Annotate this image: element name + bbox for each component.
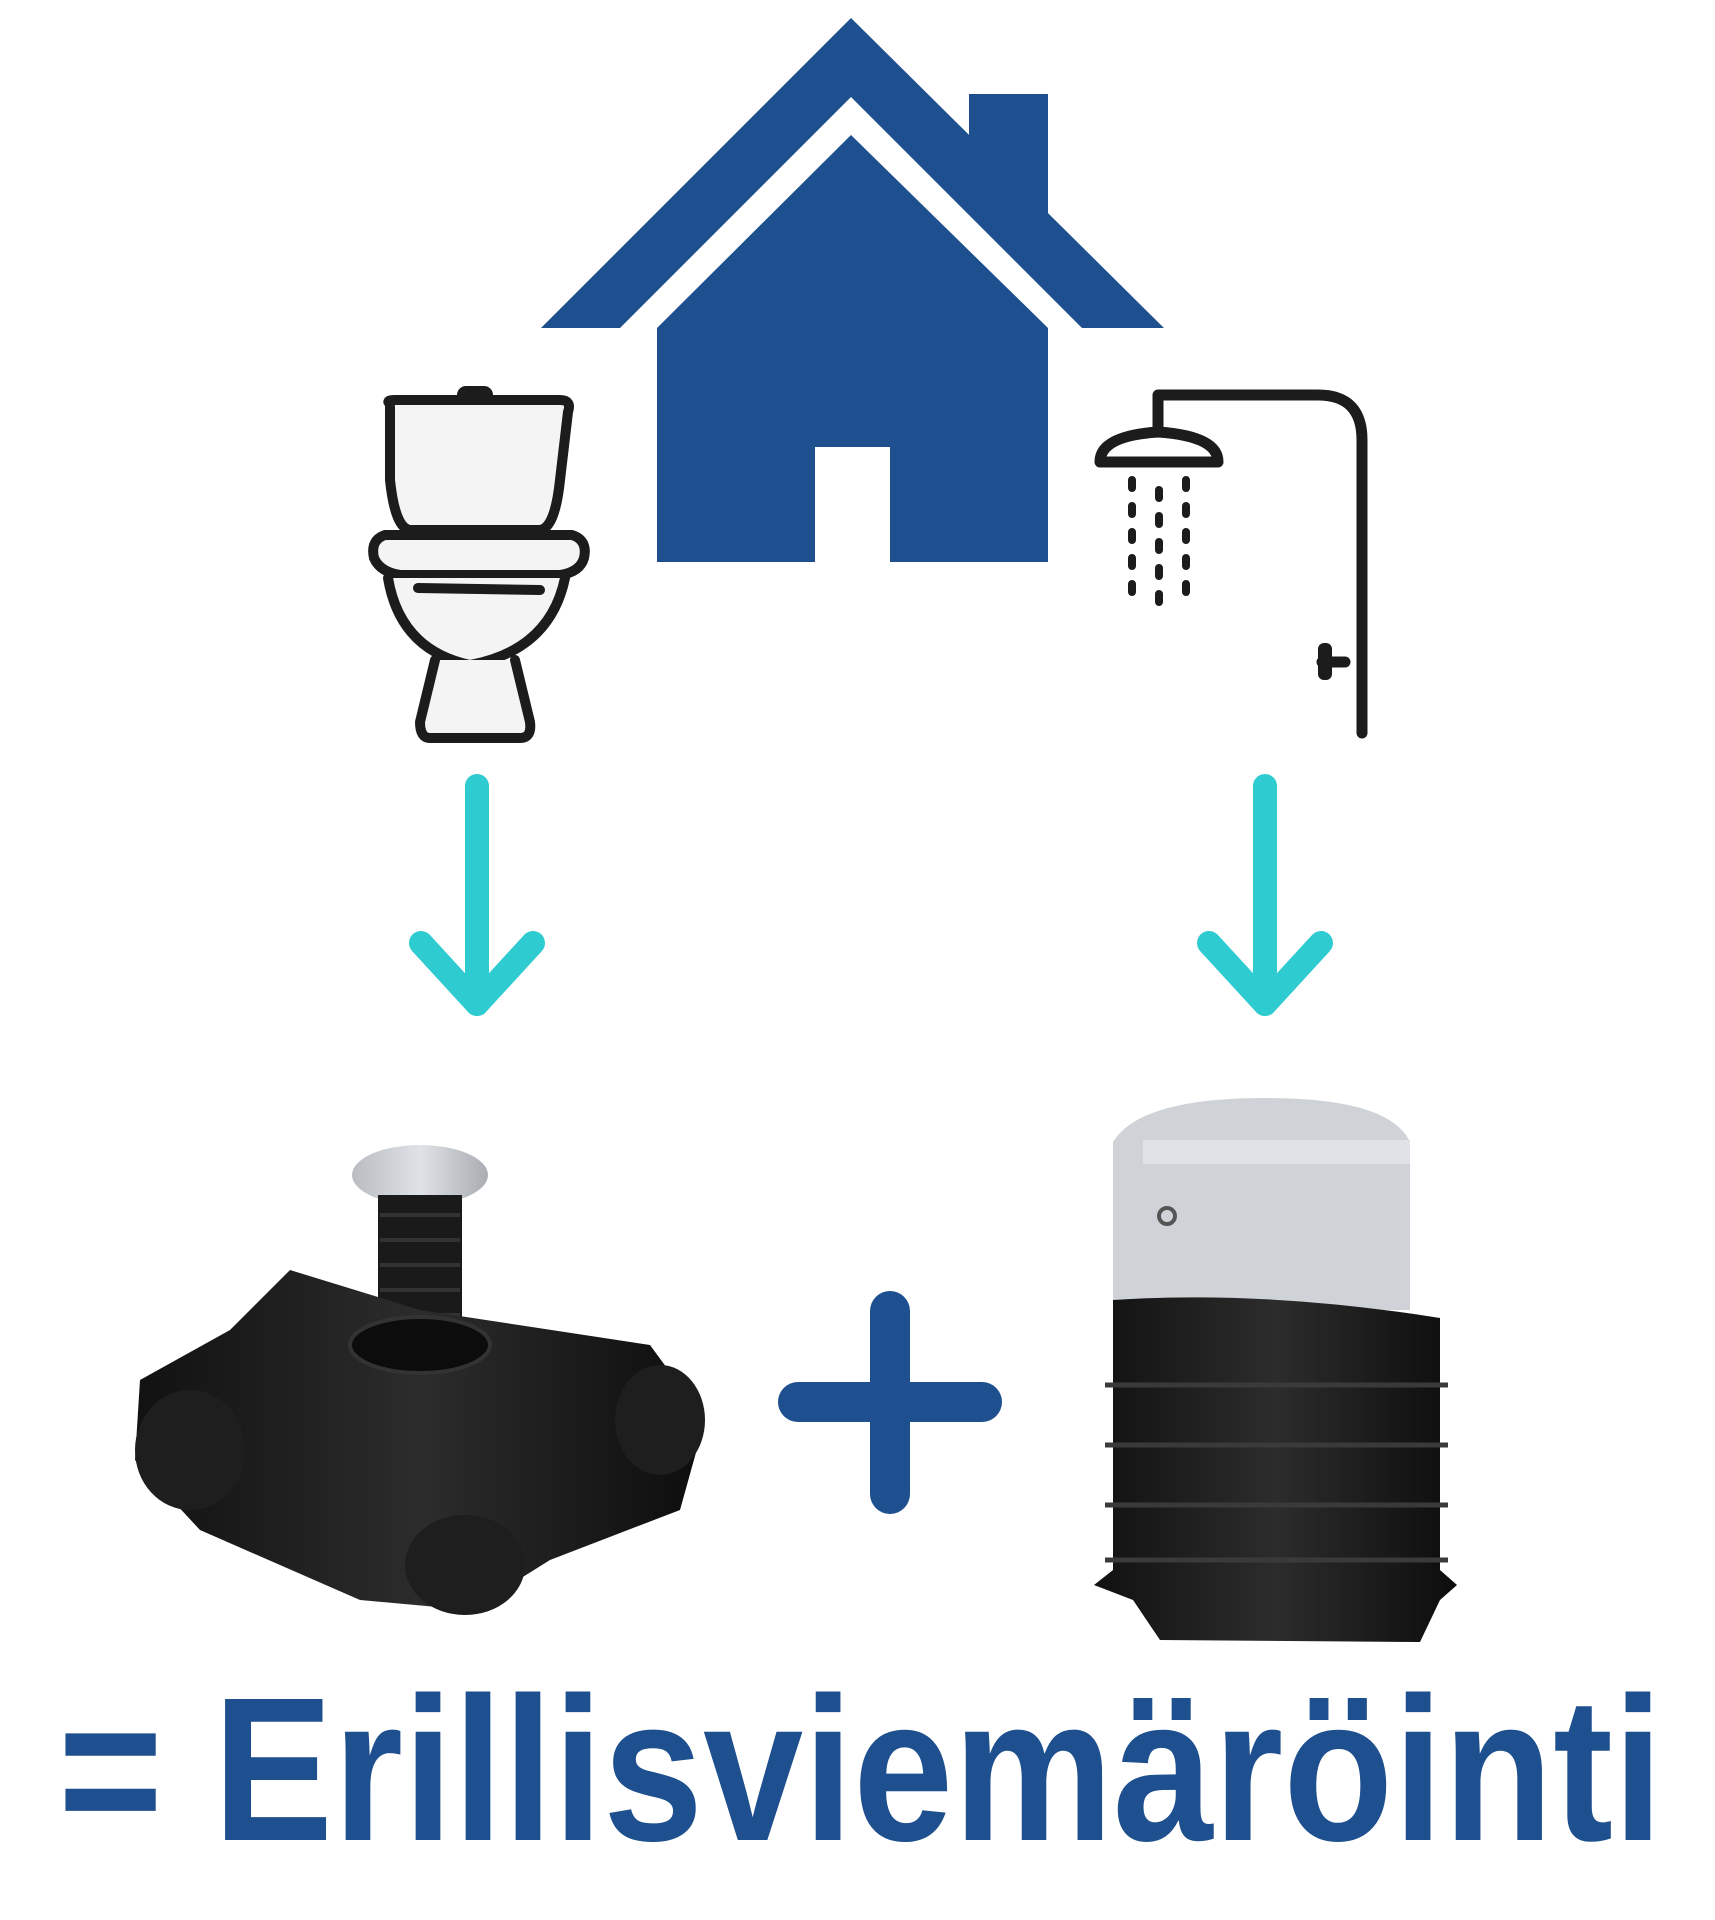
arrow-right-icon [1197, 774, 1333, 1016]
house-icon [541, 18, 1164, 562]
blackwater-tank-icon [135, 1145, 705, 1615]
plus-icon [778, 1291, 1002, 1514]
shower-icon [1094, 389, 1368, 739]
greywater-treatment-well-icon [1094, 1098, 1457, 1642]
caption-text: = Erillisviemäröinti [58, 1655, 1663, 1884]
arrow-left-icon [409, 774, 545, 1016]
toilet-icon [368, 386, 590, 743]
